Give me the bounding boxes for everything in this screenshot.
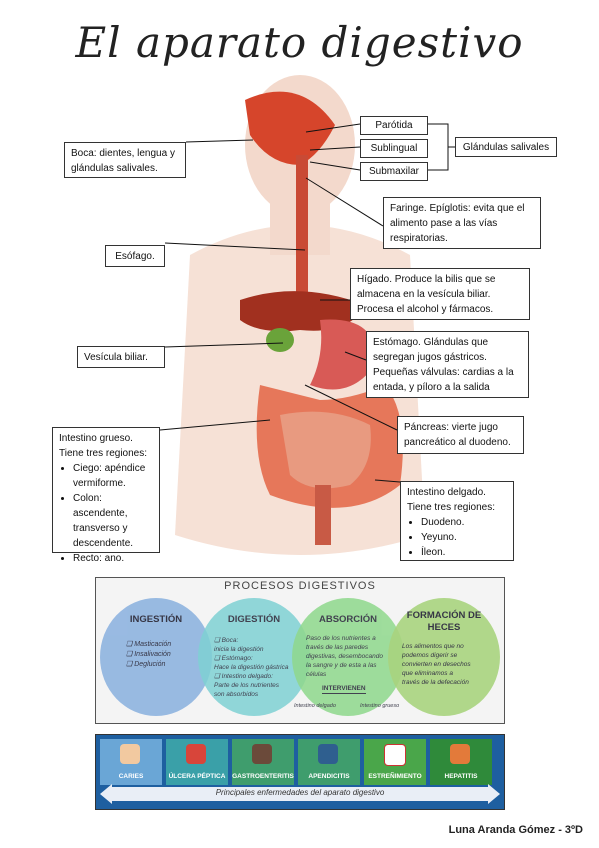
intestine-icon [252,744,272,764]
digestion-line: son absorbidos [214,691,259,698]
author: Luna Aranda Gómez - 3ºD [448,824,583,836]
disease-label: HEPATITIS [444,773,478,780]
absorcion-right: Intestino grueso [360,703,400,709]
enfermedades-caption: Principales enfermedades del aparato dig… [215,788,385,797]
enfermedades-panel: CARIES ÚLCERA PÉPTICA GASTROENTERITIS AP… [95,734,505,810]
label-esofago: Esófago. [105,245,165,267]
digestion-line: ❑ Boca: [214,637,239,644]
double-arrow-icon [100,784,500,804]
label-estomago: Estómago. Glándulas que segregan jugos g… [366,331,529,398]
page-title: El aparato digestivo [75,18,524,67]
procesos-title: PROCESOS DIGESTIVOS [224,580,376,592]
disease-label: ÚLCERA PÉPTICA [168,773,226,780]
disease-cell-estrenimiento: ESTREÑIMIENTO [364,739,426,785]
grueso-item: Colon: ascendente, transverso y descende… [73,491,153,551]
ingestion-title: INGESTIÓN [129,614,183,625]
absorcion-line: células [306,671,327,678]
ingestion-item: ❑ Insalivación [126,651,171,658]
disease-cell-ulcera: ÚLCERA PÉPTICA [166,739,228,785]
heces-line: podemos digerir se [402,652,458,659]
liver-icon [450,744,470,764]
digestion-line: Parte de los nutrientes [214,682,280,689]
colon-icon [384,744,406,766]
ingestion-item: ❑ Deglución [126,661,166,668]
circle-absorcion: ABSORCIÓN Paso de los nutrientes a travé… [292,598,404,716]
stomach-icon [186,744,206,764]
disease-cell-hepatitis: HEPATITIS [430,739,492,785]
caption-arrow: Principales enfermedades del aparato dig… [100,784,500,804]
heces-line: que eliminamos a [402,670,453,677]
tooth-icon [120,744,140,764]
appendix-icon [318,744,338,764]
delgado-title: Intestino delgado. [407,487,486,498]
label-intestino-grueso: Intestino grueso. Tiene tres regiones: C… [52,427,160,564]
digestion-title: DIGESTIÓN [227,614,281,625]
disease-label: GASTROENTERITIS [232,773,294,780]
circle-digestion: DIGESTIÓN ❑ Boca: inicia la digestión ❑ … [198,598,310,716]
absorcion-left: Intestino delgado [294,703,336,709]
label-submaxilar: Submaxilar [360,162,428,181]
disease-cell-caries: CARIES [100,739,162,785]
absorcion-line: través de las paredes [306,644,369,651]
delgado-item: Yeyuno. [421,530,507,545]
disease-label: ESTREÑIMIENTO [368,773,422,780]
label-intestino-delgado: Intestino delgado. Tiene tres regiones: … [400,481,514,561]
grueso-title: Intestino grueso. [59,433,133,444]
label-sublingual: Sublingual [360,139,428,158]
digestion-line: Hace la digestión gástrica [214,664,289,671]
ingestion-item: ❑ Masticación [126,641,172,648]
disease-label: CARIES [118,773,144,780]
absorcion-interviene: INTERVIENEN [322,685,366,694]
absorcion-line: digestivas, desembocando [306,653,383,660]
disease-label: APENDICITIS [308,773,350,780]
label-higado: Hígado. Produce la bilis que se almacena… [350,268,530,320]
digestion-line: inicia la digestión [214,646,264,653]
heces-line: través de la defecación [402,679,469,686]
label-pancreas: Páncreas: vierte jugo pancreático al duo… [397,416,524,454]
label-parotida: Parótida [360,116,428,135]
delgado-item: Íleon. [421,545,507,560]
circle-formacion-heces: FORMACIÓN DE HECES Los alimentos que no … [388,598,500,716]
delgado-subtitle: Tiene tres regiones: [407,502,496,513]
heces-line: Los alimentos que no [402,643,464,650]
circle-ingestion: INGESTIÓN ❑ Masticación ❑ Insalivación ❑… [100,598,212,716]
grueso-item: Ciego: apéndice vermiforme. [73,461,153,491]
disease-cell-apendicitis: APENDICITIS [298,739,360,785]
digestion-line: ❑ Estómago: [214,655,253,662]
label-vesicula: Vesícula biliar. [77,346,165,368]
absorcion-title: ABSORCIÓN [318,614,378,625]
label-faringe: Faringe. Epíglotis: evita que el aliment… [383,197,541,249]
label-glandulas-salivales: Glándulas salivales [455,137,557,157]
delgado-item: Duodeno. [421,515,507,530]
digestion-line: ❑ Intestino delgado: [214,673,273,680]
procesos-panel: PROCESOS DIGESTIVOS INGESTIÓN ❑ Masticac… [95,577,505,724]
grueso-item: Recto: ano. [73,551,153,566]
label-boca: Boca: dientes, lengua y glándulas saliva… [64,142,186,178]
grueso-subtitle: Tiene tres regiones: [59,448,148,459]
heces-title: FORMACIÓN DE HECES [406,610,482,633]
disease-cell-gastroenteritis: GASTROENTERITIS [232,739,294,785]
absorcion-line: Paso de los nutrientes a [306,635,376,642]
absorcion-line: la sangre y de esta a las [306,662,377,669]
heces-line: convierten en desechos [402,661,471,668]
